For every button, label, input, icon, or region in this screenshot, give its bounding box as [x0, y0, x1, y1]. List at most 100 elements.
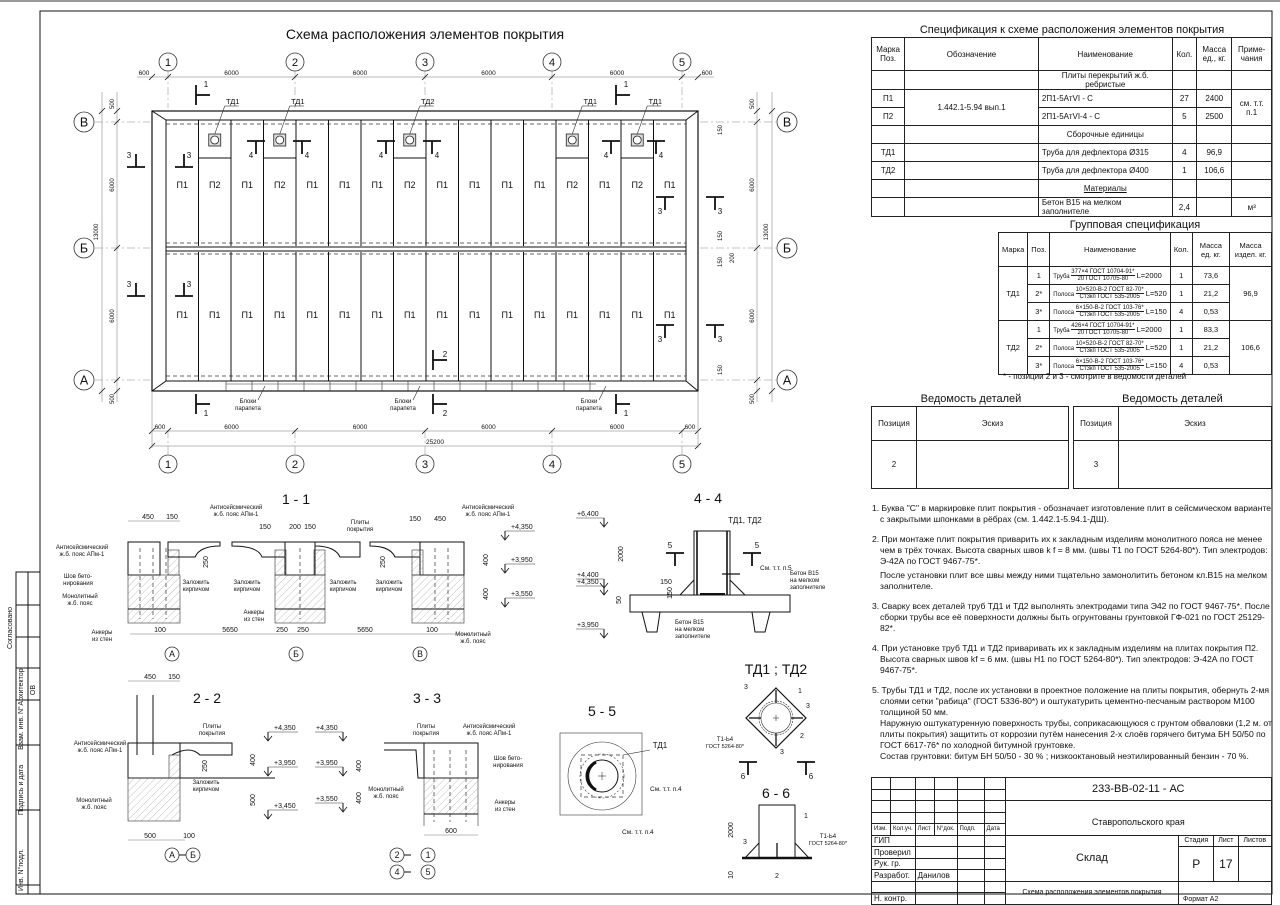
details-header-sketch: Эскиз [1118, 406, 1272, 441]
gspec-kind: Труба [1053, 273, 1072, 280]
dim-tick [753, 107, 761, 115]
spec-cell-designation: 1.442.1-5.94 вып.1 [904, 89, 1039, 126]
gspec-pos: 2* [1027, 338, 1051, 357]
sheet-frame [39, 10, 1273, 895]
part-label: 2 [775, 873, 779, 880]
pipe-ring [579, 753, 625, 799]
spec-cell-name: Труба для дефлектора Ø400 [1037, 161, 1173, 180]
table-row: Бетон В15 на мелком заполнителе 2,4 м³ [870, 197, 1272, 217]
spec-cell-qty: 4 [1171, 143, 1198, 162]
section-mark-6: 6 [797, 761, 815, 781]
dim-text: 10 [728, 871, 735, 879]
role-gip: ГИП [871, 834, 916, 847]
note-5: 5. Трубы ТД1 и ТД2, после их установки в… [872, 685, 1270, 717]
leader [622, 749, 651, 756]
section-mark-number: 5 [755, 541, 760, 550]
slab-rib [369, 541, 421, 558]
slab-label-П1: П1 [599, 180, 610, 190]
section-title: 2 - 2 [193, 690, 221, 706]
mono-belt-right [411, 574, 465, 624]
section-mark-number: 1 [624, 409, 629, 418]
gspec-mark: ТД2 [997, 320, 1029, 375]
slab-label-П1: П1 [274, 310, 285, 320]
gspec-fraction: 6×150-В-2 ГОСТ 103-76*Ст3кп ГОСТ 535-200… [1075, 358, 1144, 372]
gspec-pos: 3* [1027, 356, 1051, 375]
slab-label-П1: П1 [209, 310, 220, 320]
dim-text: 6000 [353, 70, 368, 77]
pipe-circle [567, 135, 577, 145]
dim-tick [678, 73, 686, 81]
axis-bubble-v-label: В [417, 649, 423, 659]
parapet-label: парапета [235, 406, 261, 412]
dim-text: 100 [183, 833, 195, 840]
dim-text: 5650 [357, 627, 373, 634]
doc-code: 233-ВВ-02-11 - АС [1004, 777, 1273, 801]
slab-label-П1: П1 [372, 180, 383, 190]
dim-tick [113, 244, 121, 252]
pipe-leader [214, 105, 226, 135]
dim-text: 250 [203, 556, 210, 568]
section-mark-1: 1 [195, 80, 210, 105]
slab-label-П1: П1 [307, 180, 318, 190]
outer-ring [567, 741, 637, 811]
dim-tick [548, 427, 556, 435]
table-row: 2*Полоса 10×520-В-2 ГОСТ 82-70*Ст3кп ГОС… [999, 284, 1272, 303]
pipe-label-ТД1: ТД1 [583, 97, 597, 106]
gspec-kind: Полоса [1053, 363, 1076, 370]
brick-right [411, 549, 424, 576]
gspec-length: L=150 [1143, 360, 1167, 370]
spec-cell-qty: 2,4 [1171, 197, 1198, 217]
section-mark-4: 4 [247, 140, 265, 160]
pipe-leader [636, 105, 648, 135]
gspec-pos: 2* [1027, 284, 1051, 303]
section-mark-2: 2 [432, 350, 448, 370]
spec-cell-qty: 5 [1171, 107, 1198, 126]
level-text: +4,350 [316, 725, 338, 732]
section-mark-number: 3 [187, 280, 192, 289]
axis-bubble-1-label: 1 [165, 57, 171, 69]
pipe-circle [210, 135, 220, 145]
dim-text: 400 [250, 754, 257, 766]
slab-label-П1: П1 [632, 310, 643, 320]
label-brick: кирпичом [376, 587, 403, 593]
label-concrete: заполнителе [675, 634, 711, 640]
dim-tick [148, 73, 156, 81]
section-mark-3: 3 [175, 280, 193, 297]
developer-name: Данилов [914, 869, 958, 882]
dim-text: 600 [139, 70, 150, 77]
spec-group-row: Материалы [870, 179, 1272, 198]
weld-label: Т1-Ь4 [717, 737, 734, 743]
pipe-circle [405, 135, 415, 145]
slab-rib [167, 541, 221, 558]
slab-label-П2: П2 [567, 180, 578, 190]
spec-header-mark: Марка Поз. [870, 37, 906, 71]
details-title-2: Ведомость деталей [1122, 393, 1223, 405]
spec-cell-mass: 2400 [1196, 89, 1233, 108]
slab-label-П1: П1 [437, 310, 448, 320]
spec-cell-mark: П2 [870, 107, 906, 126]
label-brick: Заложить [192, 780, 219, 786]
dim-tick [753, 387, 761, 395]
level-text: +4,350 [511, 524, 533, 531]
hidden-plate [580, 754, 624, 798]
level-text: +3,950 [511, 557, 533, 564]
axis-bubble-4 [542, 454, 562, 474]
section-title: 4 - 4 [694, 490, 722, 506]
group-spec-footnote: * - позиции 2 и 3 - смотрите в ведомости… [1003, 372, 1187, 381]
dim-text-overall: 25200 [426, 439, 444, 446]
label-mono: ж.б. пояс [460, 639, 485, 645]
corner-line [685, 380, 699, 392]
dim-tick [421, 73, 429, 81]
section-mark-3: 3 [656, 324, 674, 344]
label-concrete: Бетон В15 [790, 571, 819, 577]
label-belt: Антисейсмический [210, 504, 262, 511]
level-text: +3,950 [316, 760, 338, 767]
slab-label-П1: П1 [469, 310, 480, 320]
section-mark-number: 3 [127, 151, 132, 160]
level-text: +3,550 [511, 591, 533, 598]
pipe-leader [571, 105, 583, 135]
section-title: 6 - 6 [762, 785, 790, 801]
slab-label-П2: П2 [404, 180, 415, 190]
section-mark-number: 3 [718, 207, 723, 216]
